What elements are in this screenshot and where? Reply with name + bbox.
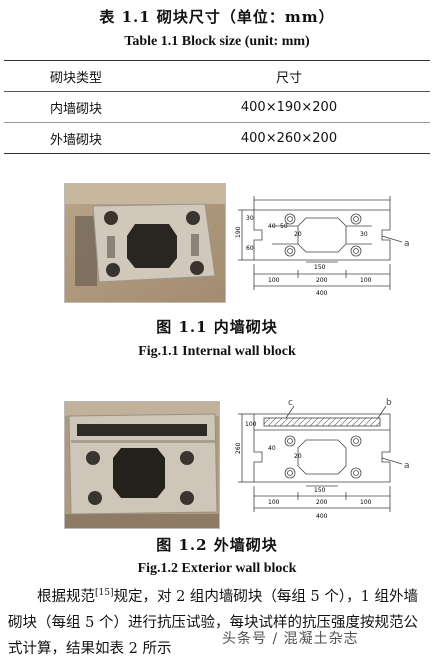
header-size: 尺寸 (275, 70, 302, 86)
dim-100-right: 100 (360, 499, 372, 506)
dim-200: 200 (316, 499, 328, 506)
internal-block-drawing: 190 30 60 40 50 20 30 150 100 200 100 40… (235, 196, 410, 297)
figure1-caption-en: Fig.1.1 Internal wall block (138, 344, 296, 359)
dim-100-left: 100 (268, 499, 280, 506)
figure2-caption-cn: 图 1.2 外墙砌块 (156, 536, 278, 554)
reference-link[interactable]: [15] (95, 588, 114, 598)
exterior-block-photo (64, 401, 220, 529)
figure1-caption-cn: 图 1.1 内墙砌块 (156, 318, 278, 336)
dim-200: 200 (316, 277, 328, 284)
dim-190: 190 (235, 226, 242, 238)
table-title-en: Table 1.1 Block size (unit: mm) (124, 34, 310, 49)
figure2-caption-en: Fig.1.2 Exterior wall block (137, 561, 297, 576)
cell-type: 外墙砌块 (49, 132, 102, 148)
watermark: 头条号 / 混凝土杂志 (222, 631, 359, 647)
dim-40: 40 (268, 223, 276, 230)
dim-20: 20 (294, 231, 302, 238)
table-row: 外墙砌块 400×260×200 (4, 123, 430, 154)
dim-400: 400 (316, 290, 328, 297)
label-a: a (404, 239, 410, 249)
paragraph-text-start: 根据规范 (37, 588, 95, 605)
body-paragraph: 根据规范[15]规定，对 2 组内墙砌块（每组 5 个），1 组外墙砌块（每组 … (8, 580, 428, 662)
dim-400: 400 (316, 513, 328, 520)
cell-size: 400×260×200 (240, 130, 338, 146)
dim-50: 50 (280, 223, 288, 230)
internal-block-photo-art (65, 184, 225, 302)
table-header-row: 砌块类型 尺寸 (4, 60, 430, 92)
dim-260: 260 (235, 442, 242, 454)
internal-block-photo (64, 183, 226, 303)
exterior-block-photo-art (65, 402, 219, 528)
cell-type: 内墙砌块 (49, 101, 102, 117)
table-title-cn: 表 1.1 砌块尺寸（单位：mm） (99, 8, 335, 26)
cell-size: 400×190×200 (240, 99, 338, 115)
block-size-table: 砌块类型 尺寸 内墙砌块 400×190×200 外墙砌块 400×260×20… (4, 60, 430, 154)
dim-150: 150 (314, 264, 326, 271)
dim-100: 100 (245, 421, 257, 428)
label-b: b (386, 398, 392, 408)
exterior-block-drawing: c b a 260 100 40 20 150 100 200 100 400 (235, 398, 410, 520)
header-block-type: 砌块类型 (49, 70, 102, 86)
dim-30-right: 30 (360, 231, 368, 238)
dim-60: 60 (246, 245, 254, 252)
dim-150: 150 (314, 487, 326, 494)
paragraph-text-rest: 规定，对 2 组内墙砌块（每组 5 个），1 组外墙砌块（每组 5 个）进行抗压… (8, 588, 418, 657)
label-a: a (404, 461, 410, 471)
table-row: 内墙砌块 400×190×200 (4, 92, 430, 123)
dim-100-right: 100 (360, 277, 372, 284)
dim-30: 30 (246, 215, 254, 222)
dim-40: 40 (268, 445, 276, 452)
dim-20: 20 (294, 453, 302, 460)
label-c: c (288, 398, 293, 408)
dim-100-left: 100 (268, 277, 280, 284)
